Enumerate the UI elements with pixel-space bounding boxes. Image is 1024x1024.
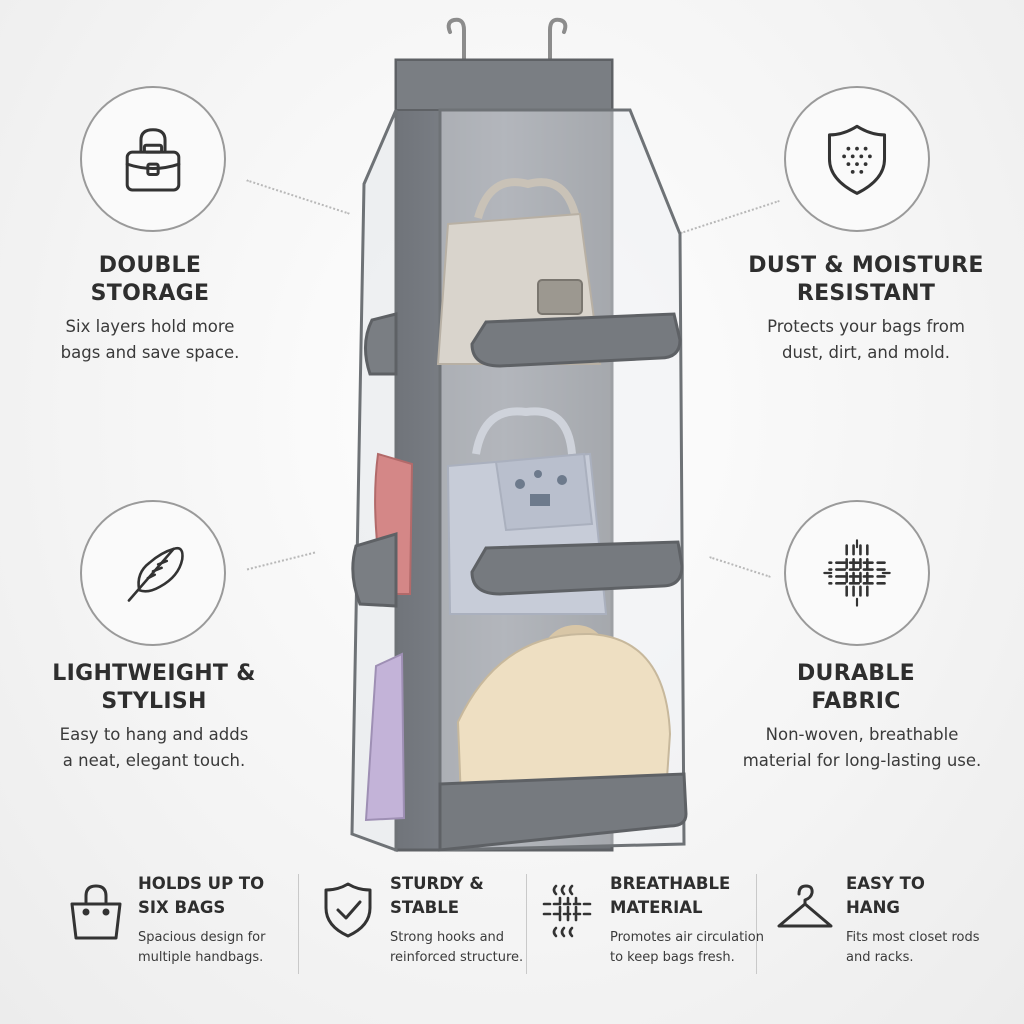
- dust-moisture-title: DUST & MOISTURE RESISTANT: [748, 253, 984, 306]
- double-storage-title: DOUBLE STORAGE: [90, 253, 210, 306]
- lightweight-title: LIGHTWEIGHT & STYLISH: [52, 661, 256, 714]
- shield-check-icon: [324, 882, 372, 938]
- divider: [756, 874, 757, 974]
- bottom-title: BREATHABLE MATERIAL: [610, 874, 731, 917]
- durable-title: DURABLE FABRIC: [796, 661, 915, 714]
- bottom-desc: Strong hooks and reinforced structure.: [390, 930, 524, 965]
- feather-icon: [127, 546, 184, 602]
- handbag-icon: [125, 128, 181, 192]
- side-pocket-lips: [351, 312, 398, 608]
- bottom-title: HOLDS UP TO SIX BAGS: [138, 874, 265, 917]
- hanging-bag-organizer: [350, 17, 688, 853]
- shield-icon: [827, 124, 887, 195]
- lightweight-icon-circle: [80, 500, 226, 646]
- bottom-title: STURDY & STABLE: [390, 874, 484, 917]
- durable-desc: Non-woven, breathable material for long-…: [742, 725, 982, 770]
- metal-hooks: [446, 17, 568, 66]
- breathable-icon: [542, 884, 594, 938]
- divider: [526, 874, 527, 974]
- bag-left-purple: [364, 652, 406, 822]
- lightweight-desc: Easy to hang and adds a neat, elegant to…: [59, 725, 249, 770]
- divider: [298, 874, 299, 974]
- double-storage-icon-circle: [80, 86, 226, 232]
- pocket-shelves: [438, 312, 688, 852]
- dust-moisture-desc: Protects your bags from dust, dirt, and …: [767, 317, 965, 362]
- bottom-desc: Spacious design for multiple handbags.: [138, 930, 266, 965]
- hanger-icon: [777, 884, 833, 928]
- bottom-desc: Fits most closet rods and racks.: [846, 930, 980, 965]
- fabric-weave-icon: [823, 539, 891, 607]
- handbag-icon: [70, 884, 122, 940]
- durable-icon-circle: [784, 500, 930, 646]
- bottom-title: EASY TO HANG: [846, 874, 925, 917]
- dust-moisture-icon-circle: [784, 86, 930, 232]
- bottom-desc: Promotes air circulation to keep bags fr…: [610, 930, 764, 965]
- double-storage-desc: Six layers hold more bags and save space…: [60, 317, 240, 362]
- top-band: [395, 59, 613, 111]
